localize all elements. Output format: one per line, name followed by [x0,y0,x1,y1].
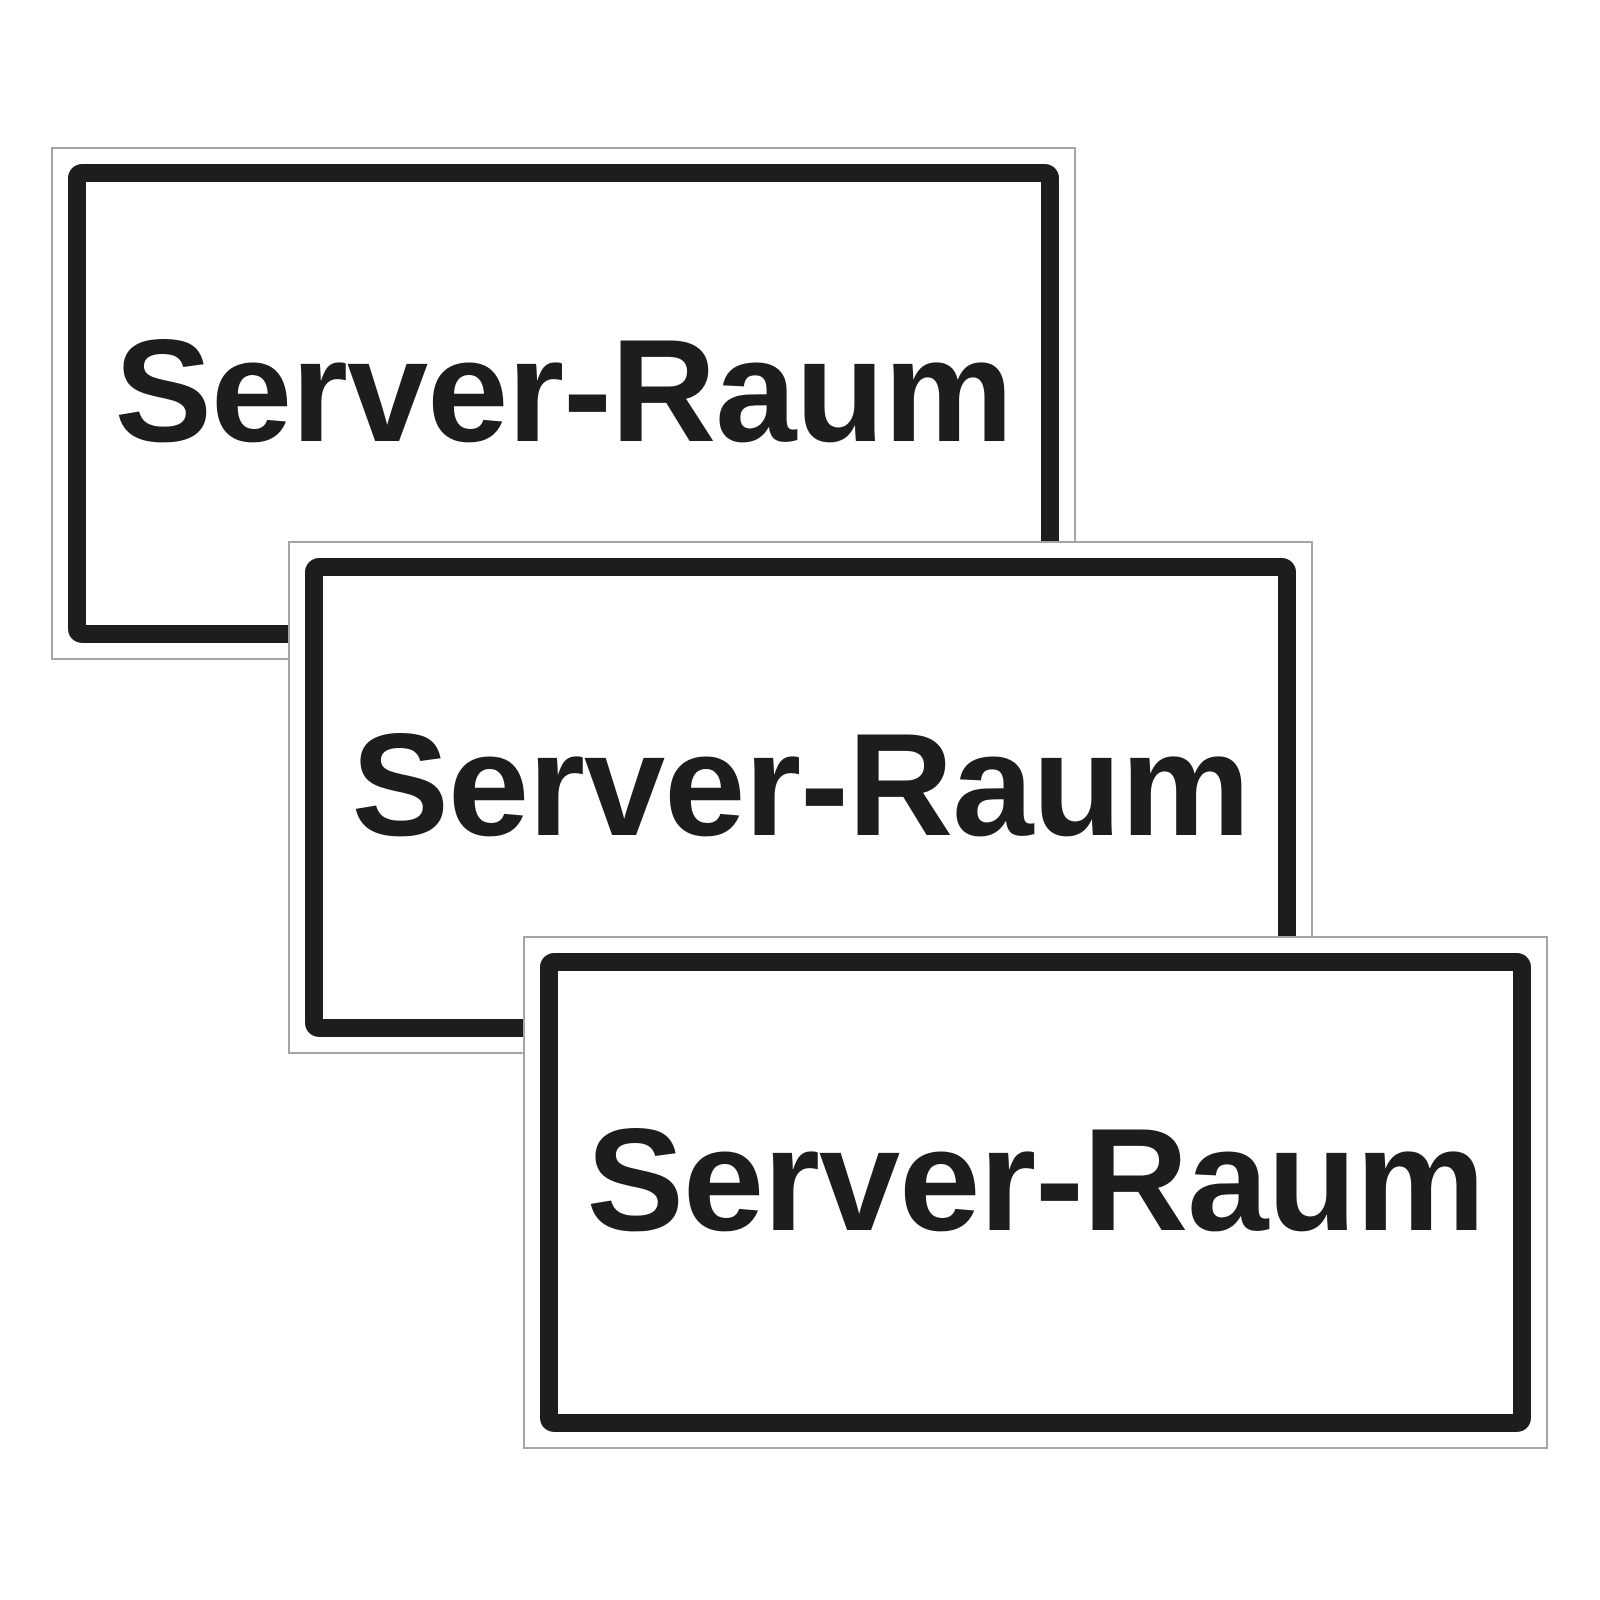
sign-text: Server-Raum [586,1097,1486,1261]
sign-text: Server-Raum [351,702,1251,866]
server-room-sign-front: Server-Raum [523,936,1548,1449]
sign-black-frame: Server-Raum [540,953,1531,1432]
sign-text: Server-Raum [114,308,1014,472]
